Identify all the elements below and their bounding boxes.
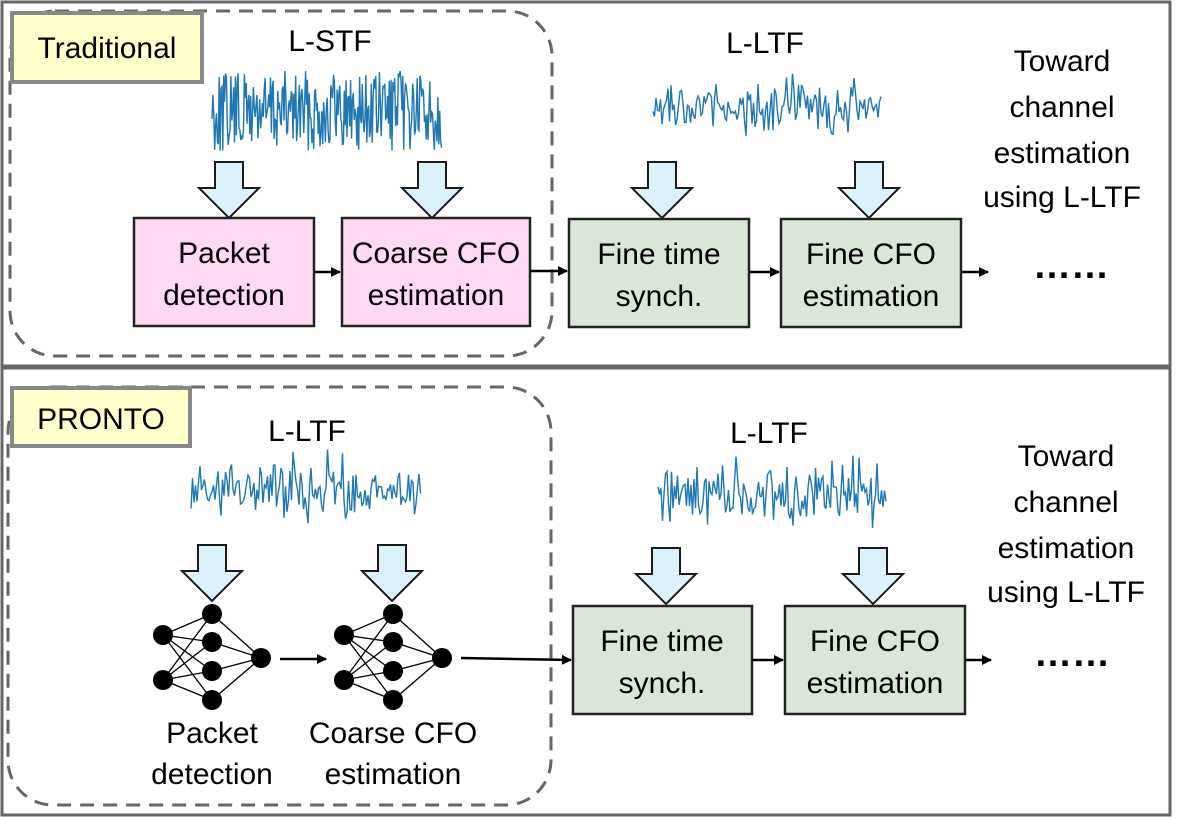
waveform-l-ltf-top — [652, 73, 882, 136]
down-arrow-icon — [633, 547, 699, 606]
fine-time-label: synch. — [619, 667, 706, 700]
nn-node — [153, 670, 173, 690]
down-arrow-icon — [836, 161, 902, 220]
waveform-l-ltf-bottom-left — [190, 449, 422, 524]
signal-label-l-ltf-top: L-LTF — [726, 27, 804, 60]
ellipsis: …… — [1034, 633, 1110, 675]
signal-label-l-ltf-bottom-right: L-LTF — [730, 417, 808, 450]
nn-packet-detection-label: detection — [151, 758, 273, 791]
fine-time-box-top — [567, 217, 751, 329]
panel-frame-bottom — [0, 366, 1172, 817]
neural-network-icon — [334, 604, 452, 710]
toward-text: Toward — [1014, 45, 1111, 78]
down-arrow-icon — [359, 544, 425, 603]
nn-node — [432, 648, 452, 668]
packet-detection-label: detection — [163, 279, 285, 312]
toward-text: channel — [1013, 486, 1118, 519]
pronto-panel: PRONTO L-LTF L-LTF Packet detection Coar… — [0, 366, 1172, 817]
nn-node — [383, 690, 403, 710]
ellipsis: …… — [1033, 245, 1109, 287]
fine-cfo-label: Fine CFO — [806, 238, 936, 271]
toward-text: using L-LTF — [987, 576, 1145, 609]
nn-node — [153, 625, 173, 645]
nn-node — [383, 632, 403, 652]
nn-node — [334, 625, 354, 645]
traditional-panel: Traditional L-STF L-LTF Packet detection… — [0, 0, 1172, 368]
down-arrow-icon — [629, 161, 695, 220]
fine-cfo-label: estimation — [807, 667, 944, 700]
nn-node — [202, 661, 222, 681]
nn-coarse-cfo-label: Coarse CFO — [309, 717, 477, 750]
coarse-cfo-label: estimation — [368, 279, 505, 312]
fine-time-label: synch. — [616, 280, 703, 313]
nn-packet-detection-label: Packet — [166, 717, 258, 750]
down-arrow-icon — [196, 161, 262, 220]
coarse-cfo-label: Coarse CFO — [352, 237, 520, 270]
nn-node — [202, 632, 222, 652]
pronto-badge-label: PRONTO — [37, 403, 165, 436]
nn-node — [383, 661, 403, 681]
nn-node — [334, 670, 354, 690]
toward-text: estimation — [998, 532, 1135, 565]
traditional-badge-label: Traditional — [38, 32, 177, 65]
traditional-badge — [10, 11, 204, 84]
nn-node — [251, 648, 271, 668]
waveform-l-ltf-bottom-right — [657, 455, 887, 528]
pronto-badge — [10, 386, 192, 448]
toward-text: using L-LTF — [983, 181, 1141, 214]
fine-cfo-label: estimation — [803, 280, 940, 313]
fine-time-label: Fine time — [600, 625, 723, 658]
panel-frame-top — [0, 0, 1172, 368]
fine-cfo-label: Fine CFO — [810, 625, 940, 658]
nn-node — [202, 604, 222, 624]
signal-label-l-ltf-bottom-left: L-LTF — [268, 415, 346, 448]
flow-arrow — [460, 654, 572, 665]
dashed-group-top — [8, 9, 554, 358]
nn-node — [202, 690, 222, 710]
toward-text: channel — [1009, 91, 1114, 124]
coarse-cfo-box — [340, 216, 532, 328]
down-arrow-icon — [179, 544, 245, 603]
nn-node — [383, 604, 403, 624]
signal-label-l-stf: L-STF — [288, 25, 371, 58]
packet-detection-label: Packet — [178, 237, 270, 270]
neural-network-icon — [153, 604, 271, 710]
fine-time-box-bottom — [571, 604, 754, 716]
nn-coarse-cfo-label: estimation — [325, 758, 462, 791]
fine-cfo-box-bottom — [783, 604, 967, 716]
fine-time-label: Fine time — [597, 238, 720, 271]
down-arrow-icon — [840, 547, 906, 606]
toward-text: Toward — [1018, 440, 1115, 473]
packet-detection-box — [132, 216, 316, 328]
down-arrow-icon — [399, 161, 465, 220]
toward-text: estimation — [994, 137, 1131, 170]
waveform-l-stf — [211, 70, 443, 151]
